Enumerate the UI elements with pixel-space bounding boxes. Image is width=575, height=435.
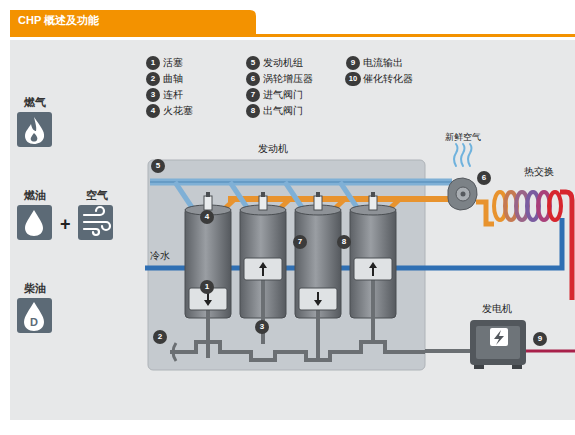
motion-arrow: [369, 262, 377, 276]
label-text: 出气阀门: [263, 104, 303, 118]
crankshaft: [170, 342, 425, 360]
connecting-rod: [371, 278, 375, 344]
hot-water-pipe: [560, 192, 572, 300]
callout-number: 4: [200, 210, 214, 224]
crank-pulley: [173, 343, 176, 361]
motion-arrow: [314, 292, 322, 306]
callout-number: 7: [246, 88, 260, 102]
callout-number: 5: [246, 56, 260, 70]
engine-block: 发动机: [148, 160, 425, 370]
callout-number: 2: [153, 330, 167, 344]
turbocharger: [448, 178, 477, 210]
callout-number: 8: [337, 235, 351, 249]
spark-plug: [314, 196, 322, 210]
label-text: 曲轴: [163, 72, 183, 86]
callout-number: 10: [345, 72, 361, 86]
spark-plug-tip: [316, 192, 320, 197]
callout-number: 6: [477, 171, 491, 185]
intake-pipe: [150, 179, 452, 186]
label-text: 空气: [86, 188, 108, 202]
intake-pipe-edge: [150, 182, 452, 183]
spark-plug: [204, 196, 212, 210]
node-heading: 发电机: [482, 302, 512, 316]
piston: [244, 258, 282, 280]
callout-number: 1: [146, 56, 160, 70]
background-panel: [10, 40, 575, 420]
title-tab: [10, 10, 256, 35]
label-text: 催化转化器: [363, 72, 413, 86]
spark-plug: [259, 196, 267, 210]
label-text: 热交换: [524, 165, 554, 179]
callout-number: 8: [246, 104, 260, 118]
piston: [354, 258, 392, 280]
spark-plug-tip: [261, 192, 265, 197]
connecting-rod: [206, 308, 210, 358]
fuel-letter: D: [30, 315, 38, 329]
cylinder: [185, 208, 231, 318]
fresh-air-arrows: [454, 144, 472, 166]
callout-number: 6: [246, 72, 260, 86]
spark-plug-tip: [371, 192, 375, 197]
callout-number: 4: [146, 104, 160, 118]
callout-number: 3: [146, 88, 160, 102]
callout-number: 1: [200, 280, 214, 294]
coil-winding: [549, 192, 561, 220]
label-text: 涡轮增压器: [263, 72, 313, 86]
callout-number: 7: [293, 235, 307, 249]
label-text: 柴油: [24, 281, 46, 295]
motion-arrow: [259, 262, 267, 276]
connecting-rod: [261, 278, 265, 344]
label-text: 发动机组: [263, 56, 303, 70]
label-text: 燃油: [24, 188, 46, 202]
title-text: CHP 概述及功能: [18, 13, 99, 27]
callout-number: 5: [151, 159, 165, 173]
connecting-rod: [316, 308, 320, 358]
callout-number: 2: [146, 72, 160, 86]
plus-sign: +: [60, 214, 71, 234]
label-text: 燃气: [24, 95, 46, 109]
spark-plug: [369, 196, 377, 210]
title-rule: [10, 34, 575, 37]
engine-block-housing: [148, 160, 425, 370]
heat-exchanger-coil: [494, 192, 561, 220]
current-output-line: [526, 350, 575, 353]
generator-box: 发电机: [470, 320, 526, 365]
crankshaft-connector: [425, 349, 470, 353]
piston: [299, 288, 337, 310]
callout-number: 3: [255, 320, 269, 334]
label-text: 进气阀门: [263, 88, 303, 102]
label-text: 活塞: [163, 56, 183, 70]
callout-number: 9: [533, 332, 547, 346]
motion-arrow: [204, 292, 212, 306]
generator: [470, 320, 526, 369]
cylinder: [295, 208, 341, 318]
callout-number: 9: [346, 56, 360, 70]
label-text: 电流输出: [363, 56, 403, 70]
label-text: 连杆: [163, 88, 183, 102]
node-heading: 发动机: [258, 142, 288, 156]
cylinders: [175, 182, 400, 358]
spark-plug-tip: [206, 192, 210, 197]
exhaust-to-exchanger: [476, 202, 494, 224]
label-text: 新鲜空气: [445, 130, 481, 144]
label-text: 火花塞: [163, 104, 193, 118]
label-text: 冷水: [150, 249, 170, 263]
fuel-icons: [17, 112, 113, 333]
